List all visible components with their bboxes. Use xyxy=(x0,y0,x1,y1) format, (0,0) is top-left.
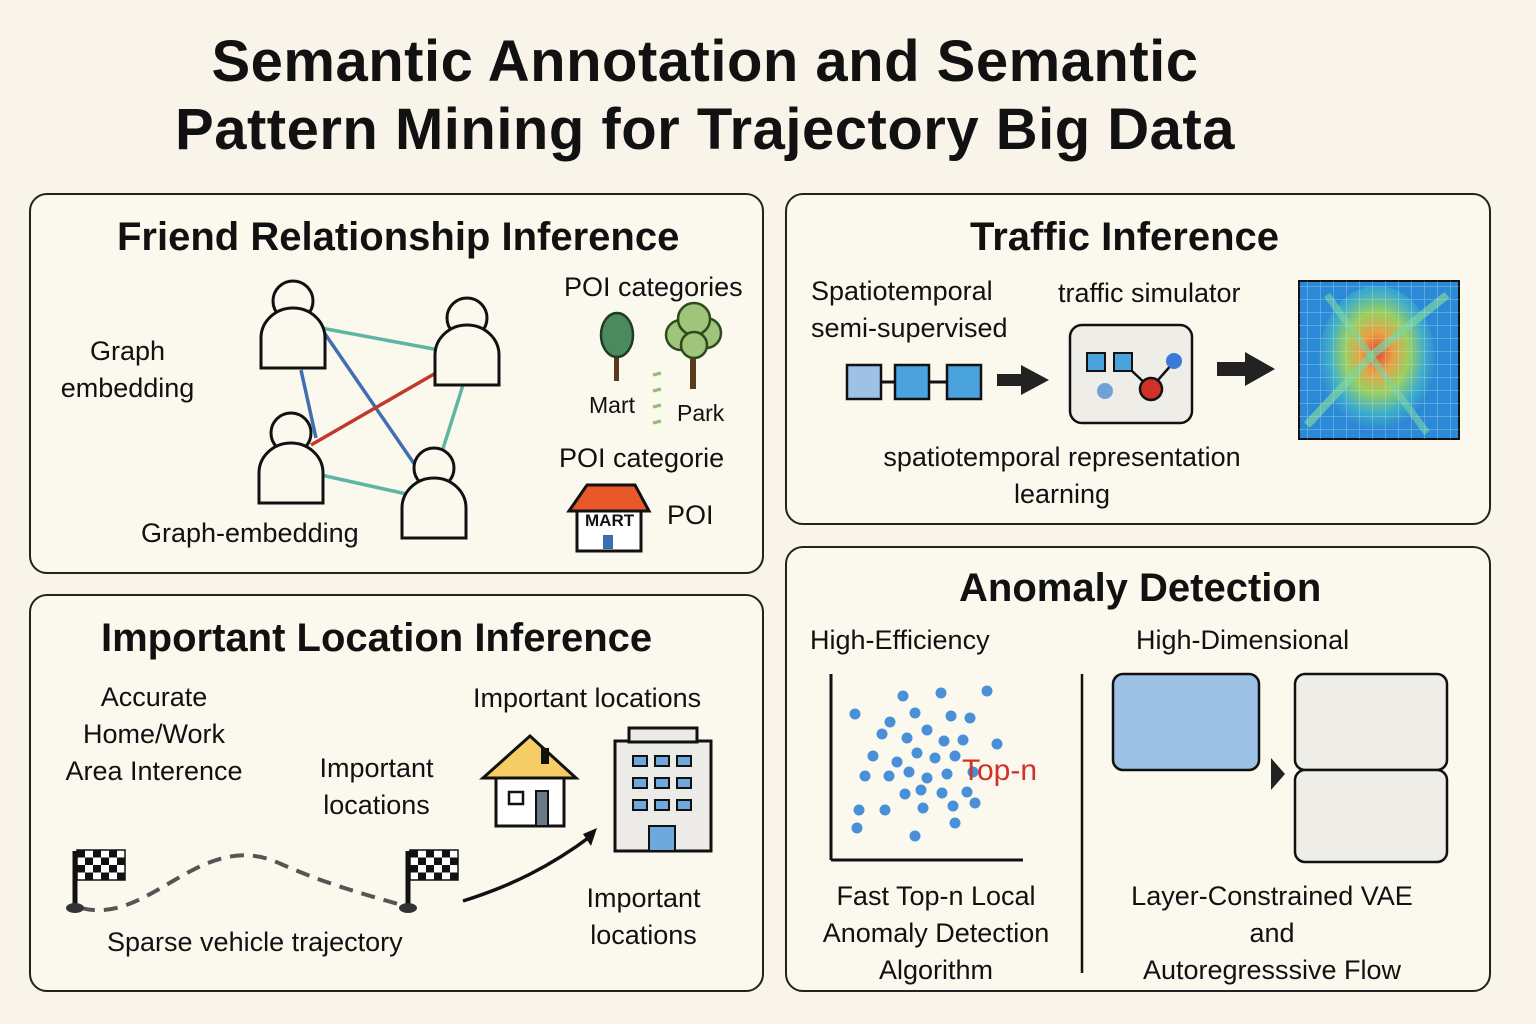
tree-icons xyxy=(599,301,723,425)
trajectory-arrow xyxy=(462,834,593,903)
accurate-home-work-label: Accurate Home/Work Area Interence xyxy=(65,682,243,786)
office-building-icon xyxy=(613,726,713,853)
scatter-points xyxy=(849,685,1003,842)
graph-edge xyxy=(439,384,465,456)
sparse-trajectory-path xyxy=(80,853,406,913)
traffic-simulator-label: traffic simulator xyxy=(1058,278,1241,308)
sequence-box xyxy=(945,363,983,401)
traffic-panel-title: Traffic Inference xyxy=(970,215,1280,259)
graph-edge xyxy=(299,369,318,439)
mart-store-icon xyxy=(566,483,652,553)
graph-embedding-label: Graph embedding xyxy=(60,336,195,403)
sequence-box xyxy=(845,363,883,401)
tree-icon xyxy=(599,311,635,381)
poi-categories-label: POI categories xyxy=(564,272,743,302)
person-icon xyxy=(433,296,501,387)
person-icon xyxy=(400,446,468,540)
high-efficiency-label: High-Efficiency xyxy=(810,625,990,655)
friend-graph xyxy=(257,279,501,540)
traffic-inference-panel: Traffic Inference Spatiotemporal semi-su… xyxy=(785,193,1491,525)
poi-label: POI xyxy=(667,500,714,530)
important-locations-bottom-label: Important locations xyxy=(586,883,701,950)
arrow-icon xyxy=(1271,758,1285,790)
house-icon xyxy=(479,733,580,828)
mart-label: Mart xyxy=(589,392,635,418)
title-line-1: Semantic Annotation and Semantic xyxy=(211,29,1199,94)
friend-relationship-panel: Friend Relationship Inference Graph embe… xyxy=(29,193,764,574)
graph-embedding-bottom-label: Graph-embedding xyxy=(141,518,359,548)
sequence-box xyxy=(893,363,931,401)
checkered-flag-icon xyxy=(66,849,126,913)
arrow-icon xyxy=(997,365,1049,395)
arrow-icon xyxy=(1217,352,1275,386)
poi-categorie-label: POI categorie xyxy=(559,443,725,473)
representation-learning-label: spatiotemporal representation learning xyxy=(883,442,1241,509)
sparse-trajectory-label: Sparse vehicle trajectory xyxy=(107,927,403,957)
traffic-heatmap xyxy=(1298,280,1460,440)
mart-sign: MART xyxy=(585,511,635,530)
semi-supervised-label: Spatiotemporal semi-supervised xyxy=(811,276,1008,343)
dashed-link xyxy=(652,371,662,425)
title-line-2: Pattern Mining for Trajectory Big Data xyxy=(175,97,1235,162)
friend-panel-title: Friend Relationship Inference xyxy=(117,215,680,259)
vae-diagram xyxy=(1111,672,1449,864)
main-title: Semantic Annotation and Semantic Pattern… xyxy=(0,28,1410,164)
latent-box-bottom xyxy=(1293,768,1449,864)
important-locations-top-label: Important locations xyxy=(473,683,702,713)
high-dimensional-label: High-Dimensional xyxy=(1136,625,1350,655)
anomaly-panel-title: Anomaly Detection xyxy=(959,566,1322,610)
graph-edge xyxy=(320,473,412,497)
park-tree-icon xyxy=(664,301,723,389)
traffic-flow xyxy=(845,280,1460,440)
simulator-box xyxy=(1068,323,1194,425)
encoder-box xyxy=(1111,672,1261,772)
scatter-plot xyxy=(829,674,1084,973)
vae-flow-label: Layer-Constrained VAE and Autoregresssiv… xyxy=(1131,881,1413,985)
graph-edge xyxy=(310,368,442,447)
person-icon xyxy=(257,411,325,505)
graph-edge xyxy=(320,326,440,352)
important-panel-title: Important Location Inference xyxy=(101,616,653,660)
park-label: Park xyxy=(677,400,725,426)
important-location-panel: Important Location Inference Accurate Ho… xyxy=(29,594,764,992)
anomaly-detection-panel: Anomaly Detection High-Efficiency High-D… xyxy=(785,546,1491,992)
fast-topn-label: Fast Top-n Local Anomaly Detection Algor… xyxy=(822,881,1050,985)
latent-box-top xyxy=(1293,672,1449,772)
important-locations-mid-label: Important locations xyxy=(319,753,434,820)
topn-label: Top-n xyxy=(962,754,1038,787)
person-icon xyxy=(259,279,327,370)
location-graphics xyxy=(66,726,713,913)
checkered-flag-icon xyxy=(399,849,459,913)
